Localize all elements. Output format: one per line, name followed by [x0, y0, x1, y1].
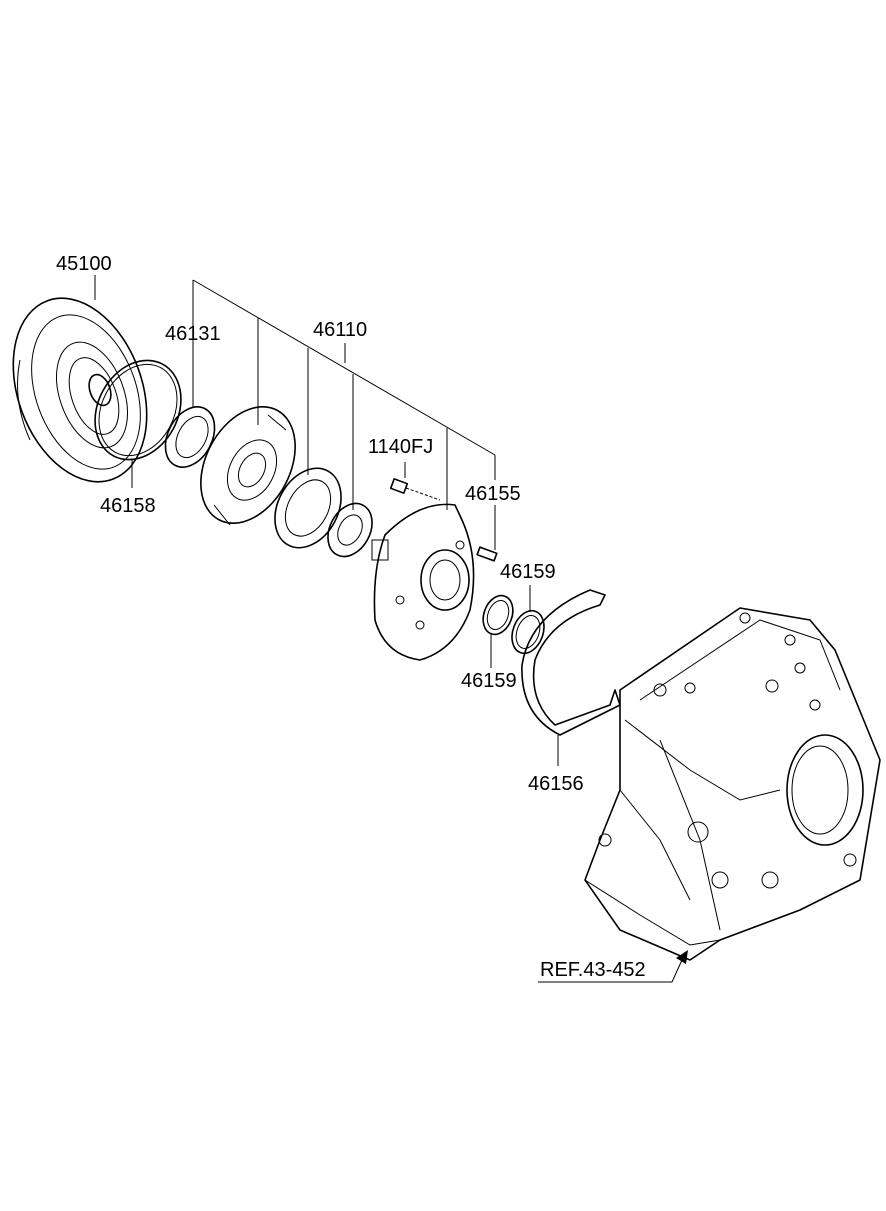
gasket-46156[interactable] — [521, 589, 621, 736]
label-1140FJ: 1140FJ — [368, 436, 433, 458]
label-ref[interactable]: REF.43-452 — [540, 959, 646, 981]
leader-lines — [94, 275, 688, 983]
torque-converter[interactable] — [0, 280, 171, 501]
transaxle-case[interactable] — [584, 607, 881, 961]
label-46110: 46110 — [313, 319, 367, 341]
outer-gear[interactable] — [262, 457, 354, 559]
label-46159-upper: 46159 — [500, 561, 556, 583]
label-46131: 46131 — [165, 323, 221, 345]
label-46159-lower: 46159 — [461, 670, 517, 692]
oil-seal-46131[interactable] — [156, 398, 225, 475]
screw-46155[interactable] — [476, 546, 498, 562]
pump-cover[interactable] — [182, 391, 314, 540]
label-46156: 46156 — [528, 773, 584, 795]
label-46158: 46158 — [100, 495, 156, 517]
inner-gear[interactable] — [319, 496, 381, 564]
label-45100: 45100 — [56, 253, 112, 275]
label-46155: 46155 — [465, 483, 521, 505]
ring-46159-b[interactable] — [506, 606, 549, 658]
pump-housing[interactable] — [371, 503, 475, 661]
bolt-1140FJ[interactable] — [389, 478, 441, 501]
